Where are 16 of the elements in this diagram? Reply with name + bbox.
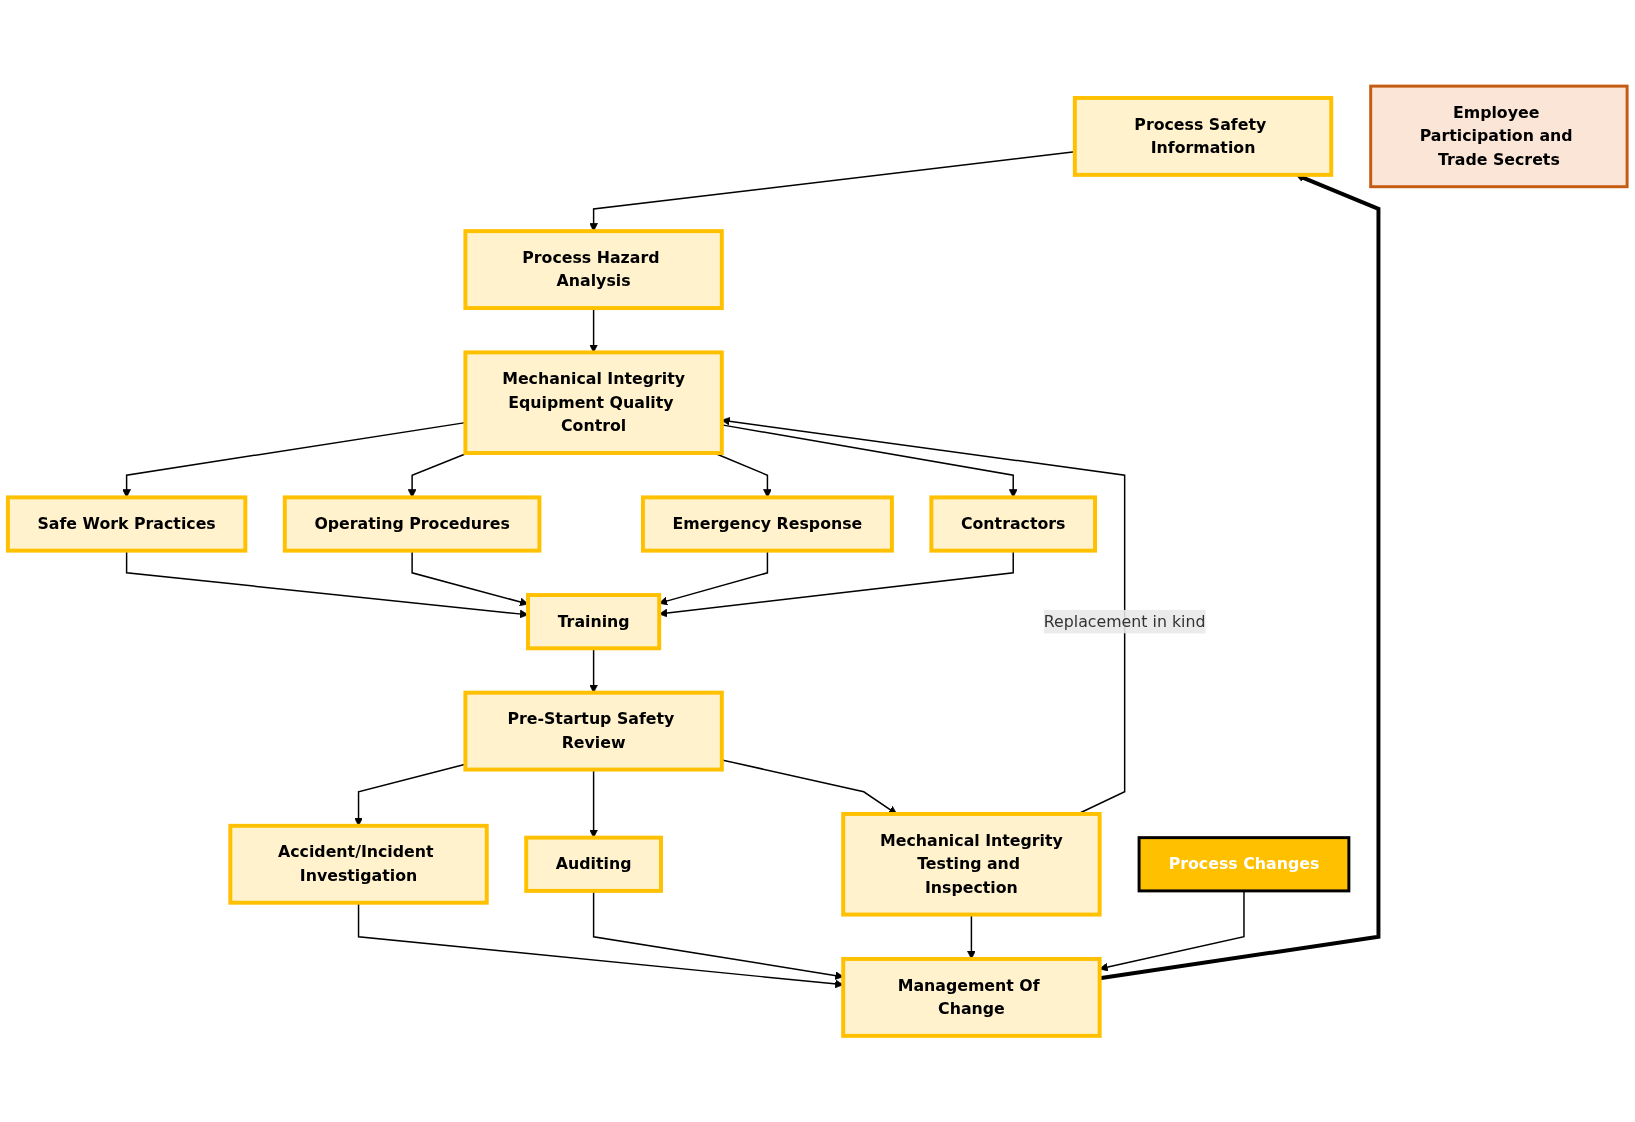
edge-label: Replacement in kind [1043,611,1206,631]
node-box: Auditing [524,835,663,893]
node-box: Process Hazard Analysis [463,229,724,310]
node-box: Safe Work Practices [5,495,248,553]
node-box: Management Of Change [841,956,1102,1038]
node-box: Process Changes [1137,836,1351,893]
node-box: Operating Procedures [282,495,542,553]
node-box: Emergency Response [641,495,894,553]
node-box: Process Safety Information [1072,96,1334,177]
node-box: Accident/Incident Investigation [228,823,489,905]
node-box: Employee Participation and Trade Secrets [1369,84,1629,189]
node-box: Pre-Startup Safety Review [463,690,724,772]
node-box: Training [526,593,662,651]
node-box: Contractors [929,495,1098,553]
node-box: Mechanical Integrity Equipment Quality Control [463,350,724,455]
node-box: Mechanical Integrity Testing and Inspection [841,812,1102,917]
